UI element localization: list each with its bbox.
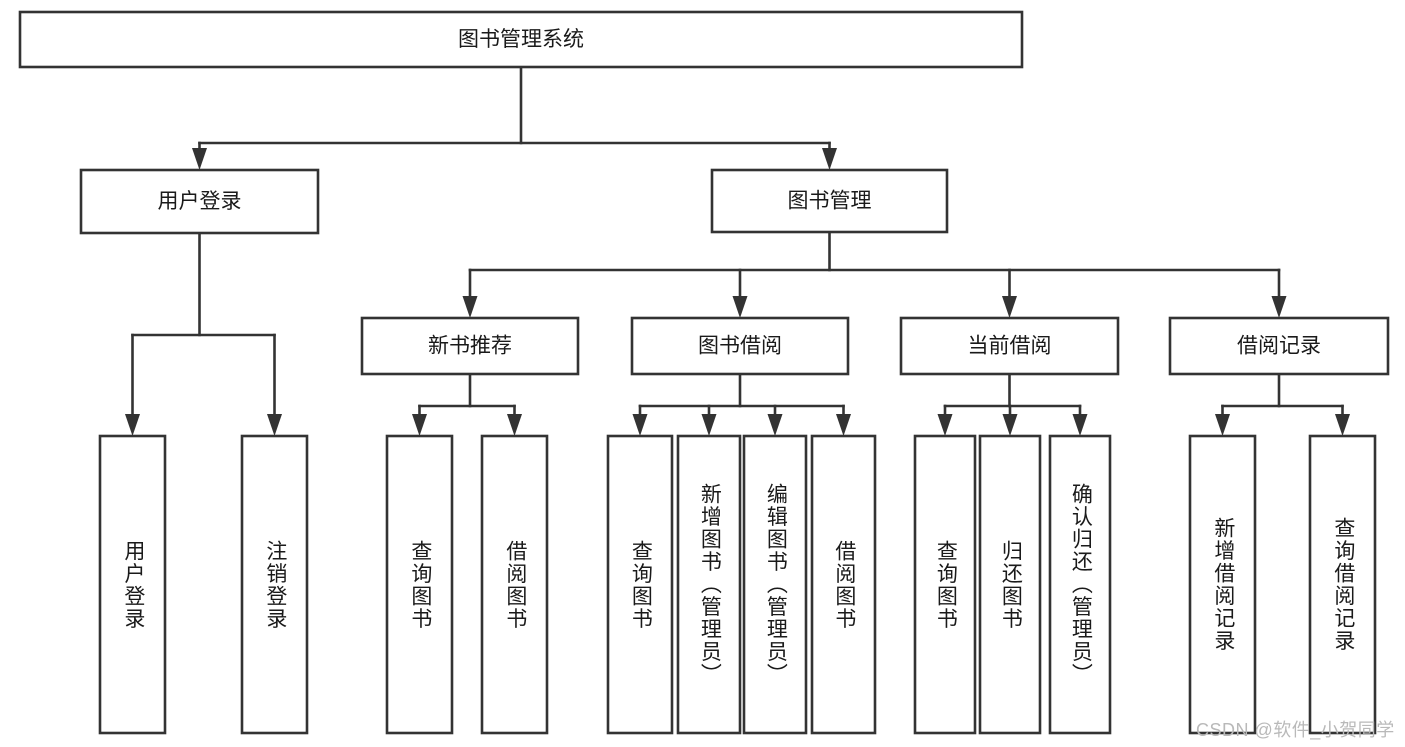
arrow-head-l3a1 — [125, 414, 140, 436]
node-box-l3d3 — [1048, 434, 1112, 735]
node-box-l3e1 — [1188, 434, 1257, 735]
arrow-head-l3c1 — [632, 414, 648, 436]
arrow-head-l3a2 — [267, 414, 282, 436]
arrow-head-l1b — [822, 148, 837, 170]
node-label-l2c: 当前借阅 — [968, 335, 1052, 358]
node-l3b2[interactable] — [480, 434, 549, 735]
node-box-l3d1 — [913, 434, 977, 735]
node-l3a1[interactable] — [98, 434, 167, 735]
node-label-l2b: 图书借阅 — [698, 335, 782, 358]
node-box-l3b2 — [480, 434, 549, 735]
node-l3b1[interactable] — [385, 434, 454, 735]
node-box-l3e2 — [1308, 434, 1377, 735]
node-box-l1a — [79, 168, 320, 235]
node-box-l2b — [630, 316, 850, 376]
node-label-l1b: 图书管理 — [788, 190, 872, 213]
watermark-text: CSDN @软件_小贺同学 — [1196, 720, 1395, 740]
node-label-root: 图书管理系统 — [458, 28, 584, 51]
arrow-head-l2a — [462, 296, 478, 318]
node-l1a[interactable]: 用户登录 — [79, 168, 320, 235]
node-l2c[interactable]: 当前借阅 — [899, 316, 1120, 376]
arrow-head-l3e2 — [1335, 414, 1350, 436]
node-l1b[interactable]: 图书管理 — [710, 168, 949, 234]
node-l3a2[interactable] — [240, 434, 309, 735]
node-box-root — [18, 10, 1024, 69]
node-box-l3c3 — [742, 434, 808, 735]
node-root[interactable]: 图书管理系统 — [18, 10, 1024, 69]
node-l3d2[interactable] — [978, 434, 1042, 735]
node-box-l3a1 — [98, 434, 167, 735]
node-l3c3[interactable] — [742, 434, 808, 735]
node-l2d[interactable]: 借阅记录 — [1168, 316, 1390, 376]
node-l3c2[interactable] — [676, 434, 742, 735]
node-box-l2c — [899, 316, 1120, 376]
node-box-l3b1 — [385, 434, 454, 735]
node-box-l3c4 — [810, 434, 877, 735]
arrow-head-l3b2 — [507, 414, 522, 436]
arrow-head-l3e1 — [1215, 414, 1230, 436]
node-label-l2d: 借阅记录 — [1237, 335, 1321, 358]
node-l3d3[interactable] — [1048, 434, 1112, 735]
arrow-head-l2d — [1271, 296, 1287, 318]
node-l3c1[interactable] — [606, 434, 674, 735]
node-label-l1a: 用户登录 — [158, 190, 242, 213]
node-box-l3d2 — [978, 434, 1042, 735]
node-l2b[interactable]: 图书借阅 — [630, 316, 850, 376]
arrow-head-l3d1 — [937, 414, 953, 436]
node-l3e2[interactable] — [1308, 434, 1377, 735]
arrow-head-l2c — [1002, 296, 1017, 318]
node-box-l2d — [1168, 316, 1390, 376]
node-l3e1[interactable] — [1188, 434, 1257, 735]
edge-layer — [125, 65, 1350, 436]
arrow-head-l1a — [192, 148, 207, 170]
node-l2a[interactable]: 新书推荐 — [360, 316, 580, 376]
arrow-head-l2b — [732, 296, 748, 318]
arrow-head-l3d2 — [1002, 414, 1018, 436]
arrow-head-l3c2 — [701, 414, 717, 436]
node-box-l2a — [360, 316, 580, 376]
node-l3d1[interactable] — [913, 434, 977, 735]
node-box-l3c1 — [606, 434, 674, 735]
arrow-head-l3c4 — [836, 414, 851, 436]
node-l3c4[interactable] — [810, 434, 877, 735]
arrow-head-l3c3 — [767, 414, 783, 436]
node-label-l2a: 新书推荐 — [428, 335, 512, 358]
arrow-head-l3d3 — [1072, 414, 1088, 436]
node-box-l3a2 — [240, 434, 309, 735]
arrow-head-l3b1 — [412, 414, 427, 436]
node-box-l3c2 — [676, 434, 742, 735]
node-box-l1b — [710, 168, 949, 234]
